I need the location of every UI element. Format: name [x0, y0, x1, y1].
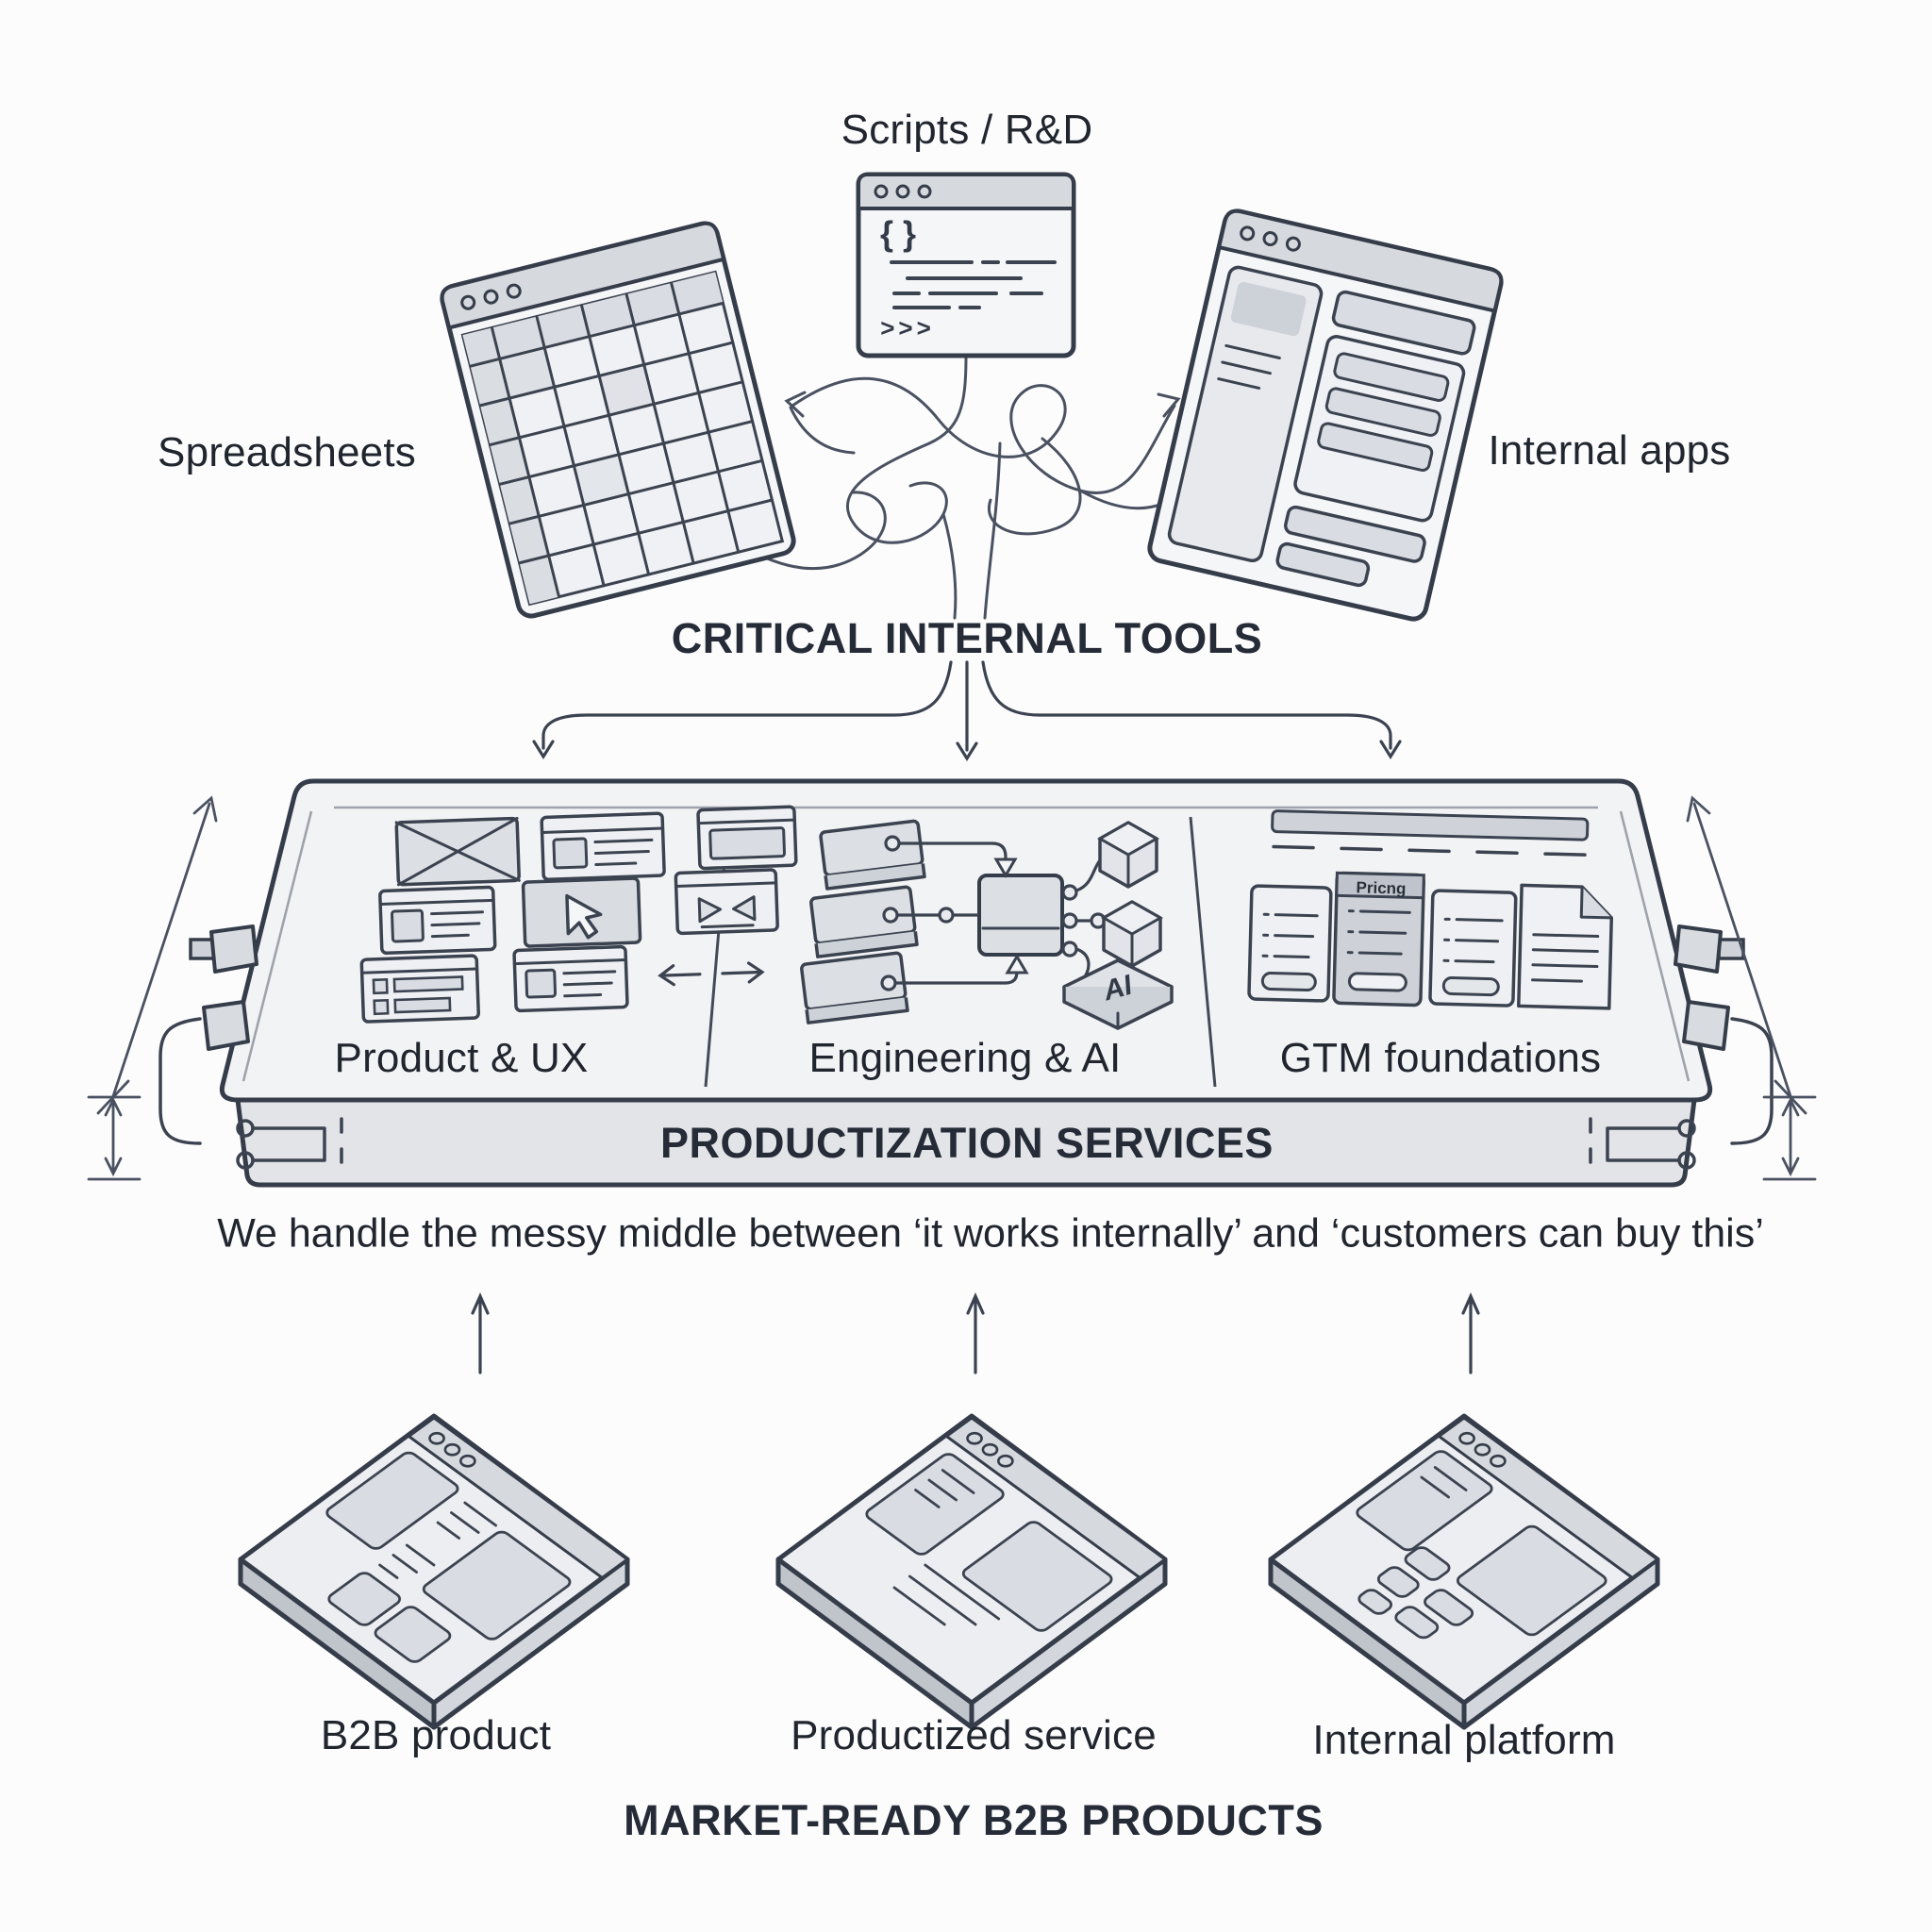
code-window-icon — [856, 172, 1076, 358]
platform-front-band — [235, 1097, 1697, 1188]
code-braces-icon: { } — [879, 214, 917, 253]
market-ready-title: MARKET-READY B2B PRODUCTS — [624, 1796, 1324, 1844]
product-ux-icons — [359, 805, 798, 1024]
connector-tabs-left — [158, 924, 258, 1145]
output-card-productized — [778, 1416, 1165, 1727]
dimension-arrows-left — [87, 795, 218, 1181]
code-chevrons-icon: >>> — [880, 313, 935, 342]
scripts-rd-label: Scripts / R&D — [841, 107, 1093, 153]
tangle-arrow-right-icon — [1157, 392, 1181, 418]
pricing-card-label: Pricng — [1356, 878, 1407, 898]
spreadsheets-label: Spreadsheets — [158, 429, 416, 475]
left-right-arrows-icon — [658, 961, 765, 987]
fan-arrows — [532, 660, 1402, 762]
output-label-productized-service: Productized service — [791, 1712, 1157, 1758]
output-label-b2b-product: B2B product — [320, 1712, 552, 1758]
connector-tabs-right — [1674, 924, 1774, 1145]
internal-apps-window-icon — [1147, 208, 1504, 622]
critical-internal-tools-title: CRITICAL INTERNAL TOOLS — [671, 614, 1263, 662]
output-card-b2b — [241, 1416, 627, 1727]
tangle-arrow-left-icon — [784, 391, 807, 418]
section-label-engineering-ai: Engineering & AI — [808, 1035, 1122, 1081]
gtm-icons — [1247, 809, 1613, 1010]
output-up-arrows — [471, 1292, 1480, 1374]
output-label-internal-platform: Internal platform — [1312, 1717, 1616, 1763]
circuit-glyph-right — [1589, 1117, 1696, 1170]
cube-icon — [1096, 821, 1160, 889]
engineering-ai-icons — [800, 819, 1174, 1030]
cube-icon — [1100, 900, 1164, 968]
pricing-card-highlight — [1332, 871, 1425, 1008]
platform-board — [219, 778, 1713, 1188]
internal-apps-label: Internal apps — [1488, 427, 1731, 474]
circuit-glyph-left — [236, 1117, 343, 1170]
section-label-product-ux: Product & UX — [334, 1035, 589, 1081]
document-icon — [1517, 883, 1613, 1010]
section-label-gtm-foundations: GTM foundations — [1279, 1035, 1602, 1081]
pricing-card — [1247, 884, 1333, 1003]
value-proposition-subtitle: We handle the messy middle between ‘it w… — [217, 1210, 1764, 1257]
pricing-card — [1428, 889, 1518, 1008]
output-card-internal-platform — [1271, 1416, 1657, 1727]
productization-services-banner: PRODUCTIZATION SERVICES — [660, 1119, 1274, 1167]
ai-chip-icon — [1062, 958, 1174, 1030]
spreadsheet-window-icon — [440, 221, 796, 619]
dimension-arrows-right — [1686, 795, 1817, 1181]
